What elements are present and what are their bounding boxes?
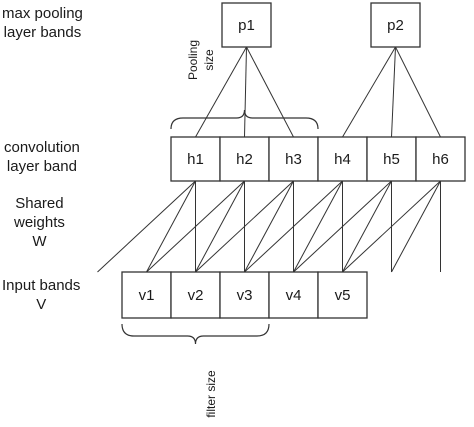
pool-unit-label: p1 (238, 17, 255, 34)
weight-connection (342, 180, 441, 273)
pool-connection (342, 46, 396, 138)
input-unit-box (170, 271, 221, 319)
pool-connection (246, 46, 294, 138)
input-bands-label: Input bands V (2, 276, 80, 314)
pool-unit-box (221, 2, 272, 48)
filter-size-brace (121, 323, 270, 345)
weights-label-line-2: weights (14, 214, 65, 231)
input-label-line-1: Input bands (2, 277, 81, 294)
weight-connection (244, 180, 294, 273)
pool-connection (395, 46, 441, 138)
weight-connection (342, 180, 392, 273)
weight-connection (97, 180, 196, 273)
conv-unit-label: h4 (334, 151, 351, 168)
conv-unit-box (268, 136, 319, 182)
weights-label-line-3: W (32, 233, 47, 250)
weight-connection (146, 180, 196, 273)
conv-unit-label: h3 (285, 151, 302, 168)
input-unit-v5: v5 (317, 271, 368, 319)
weight-connection (293, 180, 343, 273)
conv-unit-h2: h2 (219, 136, 270, 182)
weights-label-line-1: Shared (15, 195, 64, 212)
input-unit-label: v3 (237, 287, 253, 304)
conv-unit-h6: h6 (415, 136, 466, 182)
conv-unit-label: h6 (432, 151, 449, 168)
conv-unit-label: h2 (236, 151, 253, 168)
pool-unit-p2: p2 (370, 2, 421, 48)
input-unit-v1: v1 (121, 271, 172, 319)
pool-unit-box (370, 2, 421, 48)
pooling-size-brace (170, 109, 319, 130)
pool-connection (244, 46, 247, 138)
conv-unit-h3: h3 (268, 136, 319, 182)
pool-unit-label: p2 (387, 17, 404, 34)
braces (121, 109, 319, 345)
conv-unit-box (170, 136, 221, 182)
pool-connection (391, 46, 396, 138)
pool-unit-p1: p1 (221, 2, 272, 48)
input-unit-v3: v3 (219, 271, 270, 319)
input-label-line-2: V (36, 296, 47, 313)
convolution-layer-label: convolution layer band (4, 138, 80, 176)
input-unit-box (317, 271, 368, 319)
weight-connection (391, 180, 441, 273)
weight-connection (244, 180, 343, 273)
input-unit-label: v4 (286, 287, 302, 304)
conv-unit-box (317, 136, 368, 182)
pooling-label-line-2: layer bands (3, 24, 82, 41)
input-unit-label: v1 (139, 287, 155, 304)
conv-unit-h5: h5 (366, 136, 417, 182)
conv-unit-label: h5 (383, 151, 400, 168)
weight-connection (146, 180, 245, 273)
convolution-label-line-2: layer band (6, 158, 77, 175)
conv-unit-h4: h4 (317, 136, 368, 182)
unit-boxes: p1 p2 h1 h2 h3 h4 h5 h6 v1 v2 v3 v4 v5 (121, 2, 466, 319)
conv-unit-label: h1 (187, 151, 204, 168)
conv-unit-h1: h1 (170, 136, 221, 182)
connections (97, 46, 441, 273)
input-unit-box (268, 271, 319, 319)
weight-connection (195, 180, 245, 273)
pooling-layer-label: max pooling layer bands (2, 4, 83, 42)
convolution-label-line-1: convolution (4, 139, 80, 156)
input-unit-label: v2 (188, 287, 204, 304)
input-unit-box (121, 271, 172, 319)
input-unit-v2: v2 (170, 271, 221, 319)
conv-unit-box (415, 136, 466, 182)
shared-weights-label: Shared weights W (14, 194, 65, 251)
pooling-size-line-2: size (202, 49, 216, 71)
pooling-label-line-1: max pooling (2, 5, 83, 22)
pool-connection (195, 46, 247, 138)
pooling-size-line-1: Pooling (186, 40, 200, 80)
filter-size-annotation: filter size (204, 370, 218, 418)
input-unit-label: v5 (335, 287, 351, 304)
input-unit-v4: v4 (268, 271, 319, 319)
weight-connection (293, 180, 392, 273)
weight-connection (195, 180, 294, 273)
